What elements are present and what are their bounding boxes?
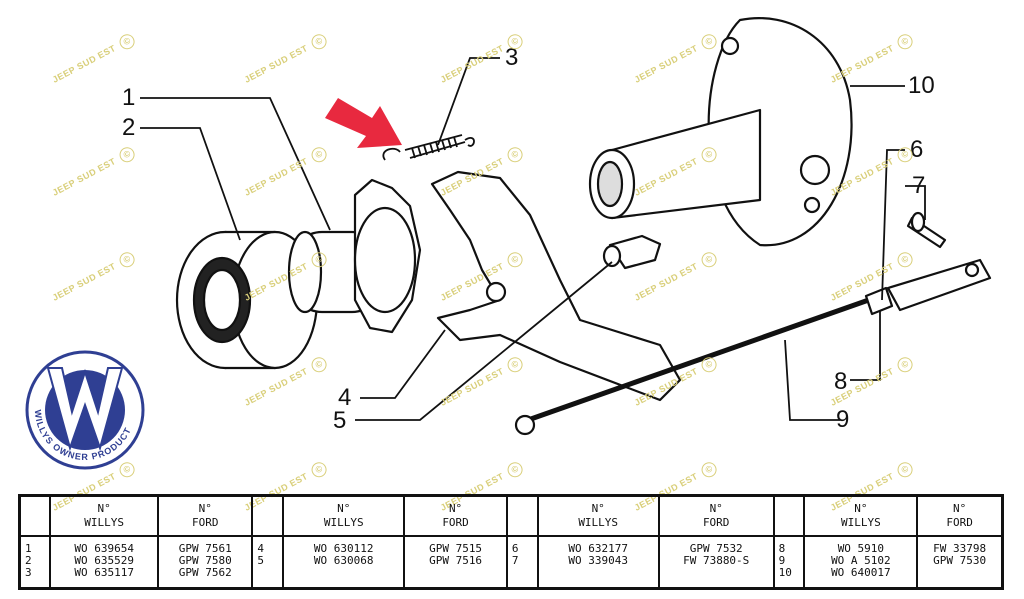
ford-numbers: GPW 7515 GPW 7516: [403, 536, 507, 589]
willys-logo: [25, 350, 145, 470]
willys-numbers: WO 639654 WO 635529 WO 635117: [49, 536, 159, 589]
part-5-fitting: [602, 234, 662, 270]
callout-10: 10: [908, 72, 935, 99]
part-3-spring: [382, 134, 475, 161]
ford-numbers: FW 33798 GPW 7530: [916, 536, 1003, 589]
part-4-fork: [430, 170, 682, 402]
table-header-row: N°WILLYS N°FORD N°WILLYS N°FORD N°WILLYS…: [19, 495, 1003, 537]
part-7-pin: [906, 211, 947, 249]
exploded-parts-diagram: [25, 17, 992, 470]
header-willys: N°WILLYS: [282, 495, 405, 537]
header-empty: [505, 495, 538, 537]
header-willys: N°WILLYS: [49, 495, 159, 537]
leader-lines: [140, 57, 926, 421]
logo-ring-text: WILLYS OWNER PRODUCT: [33, 409, 133, 462]
part-1-carrier: [287, 178, 422, 334]
callout-5: 5: [333, 407, 347, 434]
header-ford: N°FORD: [157, 495, 253, 537]
header-ford: N°FORD: [657, 495, 774, 537]
callout-7: 7: [912, 172, 926, 199]
part-10-retainer: [588, 17, 853, 247]
part-numbers: 1 2 3: [25, 542, 32, 579]
red-pointer-arrow: [325, 98, 402, 148]
header-willys: N°WILLYS: [803, 495, 918, 537]
header-empty: [19, 495, 51, 537]
willys-numbers: WO 630112 WO 630068: [282, 536, 405, 589]
part-numbers: 4 5: [251, 536, 284, 589]
header-ford: N°FORD: [403, 495, 507, 537]
willys-numbers: WO 632177 WO 339043: [536, 536, 659, 589]
callout-2: 2: [122, 114, 136, 141]
callout-1: 1: [122, 84, 136, 111]
part-numbers: 8 9 10: [772, 536, 805, 589]
callout-4: 4: [338, 384, 352, 411]
part-6-clevis: [886, 258, 992, 312]
ford-numbers: GPW 7561 GPW 7580 GPW 7562: [157, 536, 253, 589]
callout-8: 8: [834, 368, 848, 395]
callout-6: 6: [910, 136, 924, 163]
willys-numbers: WO 5910 WO A 5102 WO 640017: [803, 536, 918, 589]
parts-reference-table: N°WILLYS N°FORD N°WILLYS N°FORD N°WILLYS…: [18, 494, 1004, 590]
part-numbers: 6 7: [505, 536, 538, 589]
callout-3: 3: [505, 44, 519, 71]
header-willys: N°WILLYS: [536, 495, 659, 537]
callout-9: 9: [836, 406, 850, 433]
header-ford: N°FORD: [916, 495, 1003, 537]
table-row: 1 2 3 WO 639654 WO 635529 WO 635117 GPW …: [20, 536, 1003, 589]
header-empty: [251, 495, 284, 537]
part-8-nut: [864, 286, 894, 316]
header-empty: [772, 495, 805, 537]
ford-numbers: GPW 7532 FW 73880-S: [657, 536, 774, 589]
part-9-rod: [514, 293, 881, 436]
svg-text:WILLYS OWNER PRODUCT: WILLYS OWNER PRODUCT: [33, 409, 133, 462]
